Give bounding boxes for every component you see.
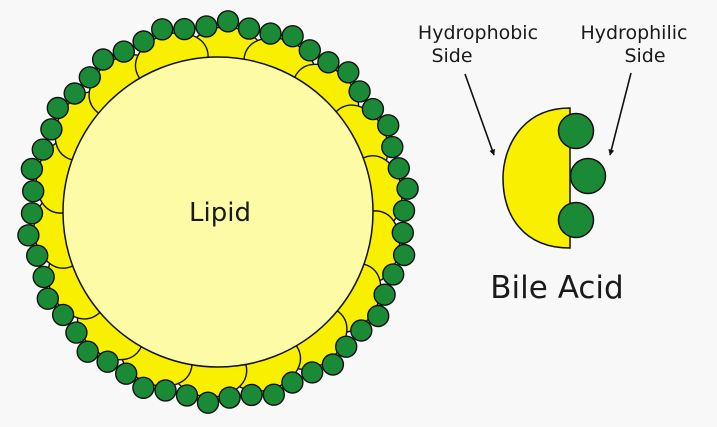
micelle-hydrophilic-head: [367, 304, 390, 328]
lipid-label: Lipid: [189, 198, 251, 228]
micelle-hydrophilic-head: [391, 221, 414, 245]
hydrophobic-label-line-1: Hydrophobic: [418, 22, 538, 44]
micelle-hydrophilic-head: [387, 157, 410, 180]
micelle-hydrophilic-head: [373, 283, 396, 306]
lipid-core: [62, 56, 374, 368]
micelle-hydrophilic-head: [321, 353, 345, 376]
hydrophobic-arrow-icon: [464, 73, 496, 156]
micelle-hydrophilic-head: [196, 391, 220, 414]
micelle-hydrophilic-head: [78, 66, 102, 89]
micelle-icon: Lipid: [17, 10, 419, 414]
micelle-hydrophilic-head: [31, 138, 54, 161]
micelle-hydrophilic-head: [392, 199, 416, 222]
micelle-hydrophilic-head: [51, 303, 75, 327]
micelle-hydrophilic-head: [392, 243, 416, 267]
micelle-hydrophilic-head: [262, 383, 285, 406]
micelle-hydrophilic-head: [91, 48, 115, 71]
micelle-hydrophilic-head: [46, 96, 69, 120]
micelle-hydrophilic-head: [195, 15, 218, 38]
micelle-hydrophilic-head: [20, 202, 44, 225]
micelle-hydrophilic-head: [301, 361, 324, 384]
micelle-hydrophilic-head: [216, 10, 240, 33]
micelle-hydrophilic-head: [150, 18, 174, 41]
micelle-hydrophilic-head: [382, 263, 405, 286]
hydrophilic-head: [557, 201, 595, 239]
micelle-hydrophilic-head: [112, 40, 136, 63]
micelle-hydrophilic-head: [361, 97, 385, 121]
hydrophobic-label-line-2: Side: [431, 45, 472, 67]
micelle-hydrophilic-head: [96, 350, 119, 373]
micelle-hydrophilic-head: [350, 319, 373, 342]
micelle-hydrophilic-head: [154, 379, 177, 402]
micelle-hydrophilic-head: [377, 114, 400, 137]
hydrophilic-head: [557, 112, 595, 150]
hydrophilic-arrow-icon: [608, 72, 632, 156]
micelle-hydrophilic-head: [40, 118, 63, 141]
micelle-hydrophilic-head: [132, 376, 155, 399]
micelle-hydrophilic-head: [237, 17, 261, 40]
micelle-hydrophilic-head: [114, 362, 138, 385]
micelle-hydrophilic-head: [175, 384, 199, 407]
micelle-hydrophilic-head: [381, 135, 404, 159]
micelle-hydrophilic-head: [298, 39, 321, 62]
hydrophilic-label-line-1: Hydrophilic: [580, 22, 687, 44]
micelle-hydrophilic-head: [173, 17, 196, 41]
micelle-hydrophilic-head: [396, 177, 419, 200]
micelle-hydrophilic-head: [32, 265, 55, 289]
micelle-hydrophilic-head: [317, 51, 340, 74]
bile-acid-label: Bile Acid: [490, 270, 623, 306]
micelle-hydrophilic-head: [337, 61, 360, 84]
bile-acid-molecule-icon: [502, 107, 607, 249]
hydrophilic-label-line-2: Side: [624, 45, 665, 67]
micelle-hydrophilic-head: [281, 25, 304, 48]
hydrophilic-label: Hydrophilic Side: [580, 22, 693, 67]
micelle-hydrophilic-head: [22, 179, 45, 203]
micelle-hydrophilic-head: [259, 22, 282, 45]
bile-acid-ring: [17, 10, 419, 414]
micelle-hydrophilic-head: [36, 287, 59, 310]
micelle-hydrophilic-head: [65, 321, 88, 344]
hydrophilic-head: [569, 157, 607, 195]
hydrophobic-label: Hydrophobic Side: [418, 22, 544, 67]
micelle-hydrophilic-head: [76, 340, 99, 363]
micelle-hydrophilic-head: [348, 80, 371, 103]
micelle-hydrophilic-head: [63, 82, 86, 105]
micelle-hydrophilic-head: [17, 224, 40, 247]
micelle-hydrophilic-head: [26, 244, 49, 267]
micelle-hydrophilic-head: [281, 371, 304, 394]
micelle-hydrophilic-head: [20, 157, 44, 181]
micelle-hydrophilic-head: [335, 335, 358, 358]
micelle-hydrophilic-head: [240, 383, 263, 407]
hydrophobic-body: [502, 107, 571, 249]
micelle-hydrophilic-head: [218, 386, 241, 409]
micelle-hydrophilic-head: [132, 30, 155, 53]
